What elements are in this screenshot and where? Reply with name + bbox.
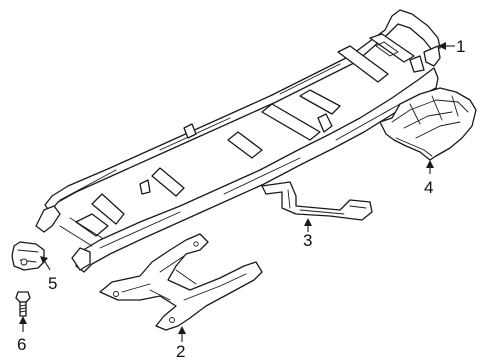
callout-label-6: 6	[17, 335, 26, 354]
mount-bracket	[11, 241, 45, 271]
callout-label-4: 4	[424, 178, 433, 197]
callout-4: 4	[424, 160, 434, 197]
callout-5: 5	[40, 256, 57, 293]
callout-label-5: 5	[48, 274, 57, 293]
callout-label-1: 1	[456, 37, 465, 56]
front-crossmember	[99, 233, 263, 331]
callout-3: 3	[303, 218, 312, 250]
frame-assembly	[35, 9, 441, 273]
callout-label-3: 3	[303, 231, 312, 250]
callout-1: 1	[438, 37, 465, 56]
transmission-crossmember	[261, 181, 373, 221]
callout-2: 2	[176, 326, 186, 360]
callout-6: 6	[17, 316, 27, 354]
callout-label-2: 2	[176, 342, 185, 360]
skid-plate	[379, 87, 477, 161]
bolt	[15, 291, 31, 317]
